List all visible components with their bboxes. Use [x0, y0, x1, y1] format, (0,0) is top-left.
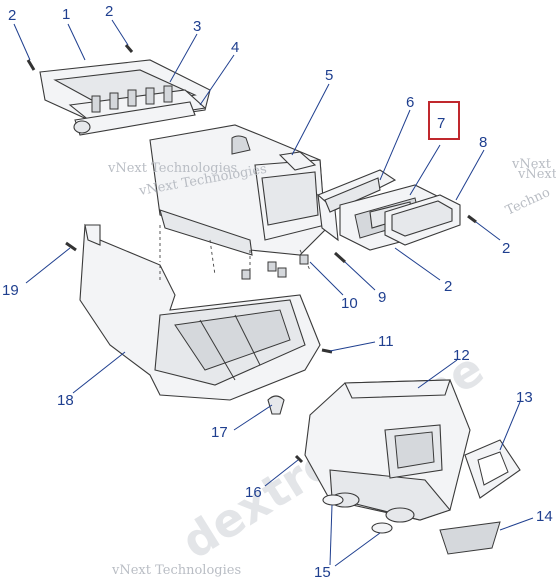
watermark-vnext-4: vNext Technologies [517, 167, 556, 182]
callout-14: 14 [536, 508, 553, 525]
callout-19: 19 [2, 282, 19, 299]
callout-7-highlight-box [428, 101, 460, 140]
callout-12: 12 [453, 347, 470, 364]
callout-4: 4 [231, 39, 239, 56]
watermark-vnext-bottom: vNext Technologies [111, 563, 241, 578]
callout-13: 13 [516, 389, 533, 406]
part-5-upper-housing [149, 124, 326, 276]
callout-2-top-left: 2 [8, 7, 16, 24]
callout-15: 15 [314, 564, 331, 578]
part-18-lower-intake [79, 223, 321, 401]
callout-11: 11 [378, 333, 394, 350]
callout-16: 16 [245, 484, 262, 501]
part-10-clips [241, 254, 309, 280]
callout-5: 5 [325, 67, 333, 84]
part-8-seal-frame [384, 194, 461, 246]
screw-right [467, 214, 477, 224]
part-14-label [439, 521, 501, 555]
callout-2-lower: 2 [444, 278, 452, 295]
part-19-screw [65, 241, 77, 252]
leader-lines [13, 19, 534, 567]
watermark-vnext-5: Techno [503, 185, 552, 219]
callout-2-right: 2 [502, 240, 510, 257]
callout-3: 3 [193, 18, 201, 35]
part-9-fastener [333, 251, 347, 264]
watermark-vnext-3: vNext [511, 157, 552, 172]
screw-top-left [26, 59, 36, 71]
callout-6: 6 [406, 94, 414, 111]
part-17-drain [267, 395, 285, 415]
callout-17: 17 [211, 424, 228, 441]
watermark-vnext-1: vNext Technologies [107, 161, 237, 176]
callout-2-top-center: 2 [105, 3, 113, 20]
callout-10: 10 [341, 295, 358, 312]
part-15-clamps [322, 494, 393, 534]
part-13-gasket [464, 439, 521, 499]
callout-1: 1 [62, 6, 70, 23]
callout-9: 9 [378, 289, 386, 306]
callout-8: 8 [479, 134, 487, 151]
screw-top-center [124, 44, 134, 53]
part-11-screw [321, 348, 333, 354]
part-12-airbox [304, 379, 471, 523]
callout-18: 18 [57, 392, 74, 409]
part-6-duct-frame [316, 169, 397, 242]
callout-7: 7 [437, 115, 445, 132]
part-16-screw [294, 454, 304, 464]
part-1-grille-assembly [39, 59, 211, 136]
